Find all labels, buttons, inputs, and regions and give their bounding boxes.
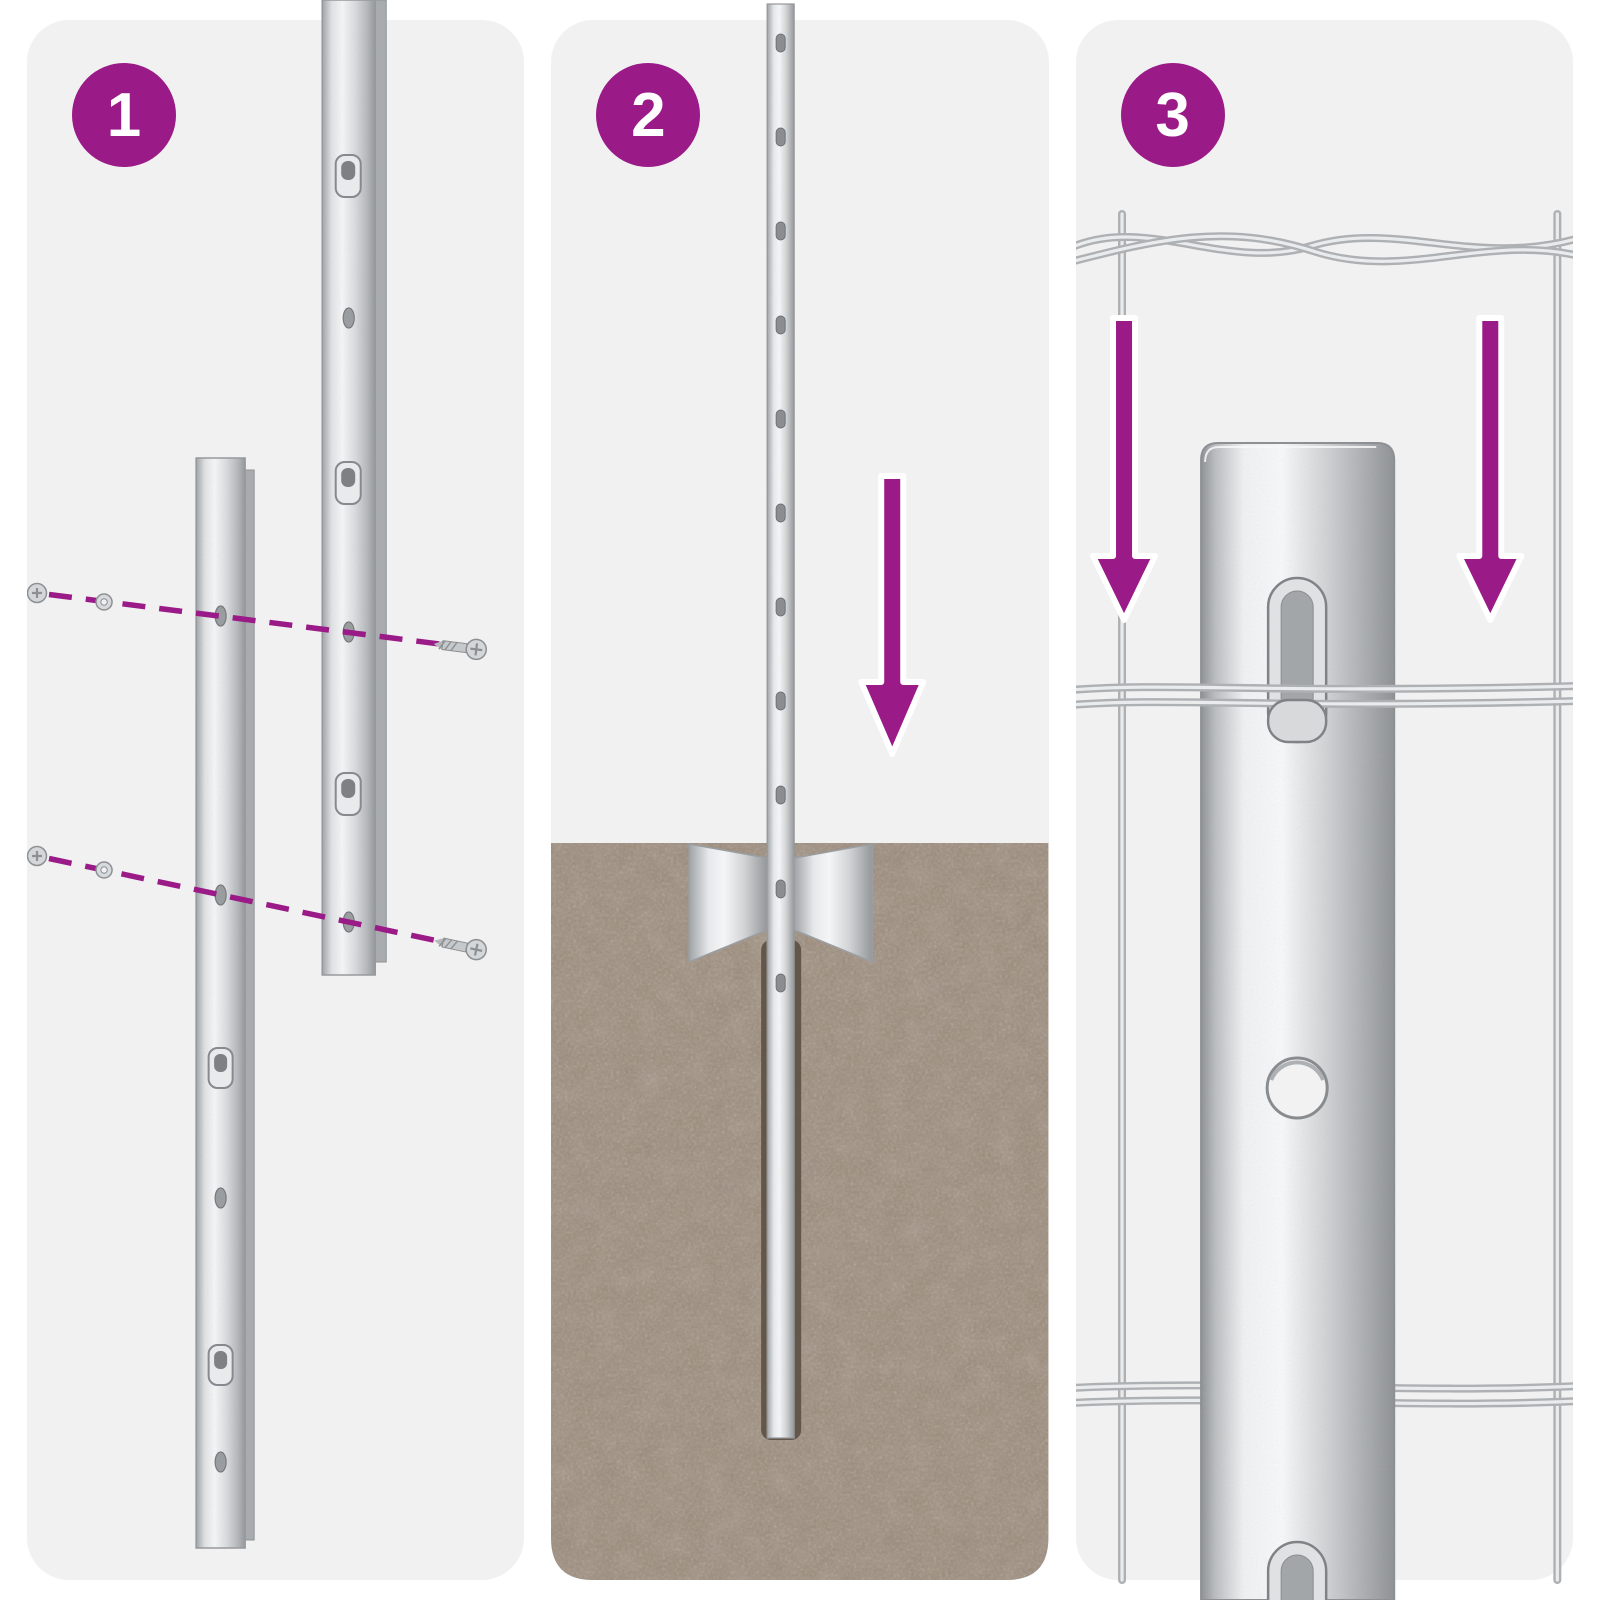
anchor-plate xyxy=(688,843,874,964)
screw-icon xyxy=(434,937,487,961)
ground-post-slots xyxy=(775,33,786,993)
post-long xyxy=(321,0,387,976)
screw-head-icon xyxy=(27,845,48,867)
hook-tab-lower xyxy=(1266,1540,1328,1600)
step-panel-2: 2 xyxy=(551,3,1049,1580)
post-long-tabs xyxy=(334,154,362,816)
hook-lip xyxy=(1266,698,1328,744)
ground-post xyxy=(766,3,796,1439)
post-short-holes xyxy=(214,605,227,1473)
mounting-hole xyxy=(1265,1056,1329,1120)
mesh-horizontal-wires xyxy=(1075,682,1573,709)
step3-illustration xyxy=(1075,210,1573,1600)
fastener-line-lower xyxy=(27,845,487,961)
step2-illustration xyxy=(551,3,1049,1580)
step-badge-3: 3 xyxy=(1120,63,1225,167)
step-number-3: 3 xyxy=(1155,80,1190,150)
down-arrow-icon xyxy=(1455,315,1524,623)
step-number-1: 1 xyxy=(106,80,142,150)
washer-icon xyxy=(95,861,113,879)
screw-head-icon xyxy=(27,582,48,604)
step-panel-1: 1 xyxy=(27,0,525,1580)
step1-illustration xyxy=(27,0,488,1549)
soil-ground xyxy=(551,843,1049,1580)
step-badge-2: 2 xyxy=(596,63,701,167)
step-panel-3: 3 xyxy=(1075,20,1573,1600)
post-short xyxy=(195,457,255,1549)
step-badge-1: 1 xyxy=(72,63,176,167)
screw-icon xyxy=(433,638,488,661)
fastener-line-upper xyxy=(27,582,488,661)
step-number-2: 2 xyxy=(631,80,666,150)
down-arrow-icon xyxy=(858,473,927,757)
washer-icon xyxy=(95,593,113,611)
down-arrow-icon xyxy=(1089,315,1158,623)
post-short-tabs xyxy=(207,1047,234,1386)
